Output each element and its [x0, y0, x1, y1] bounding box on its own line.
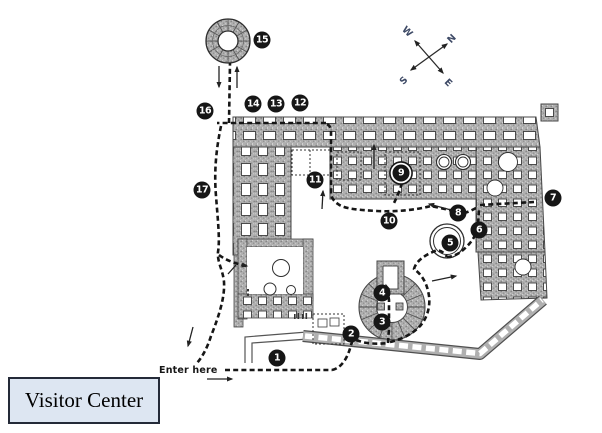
visitor-center-box: Visitor Center	[8, 377, 160, 424]
forum-complex	[237, 238, 314, 320]
map-marker-12: 12	[291, 94, 309, 112]
map-marker-16: 16	[196, 102, 214, 120]
map-marker-4: 4	[373, 284, 391, 302]
map-marker-11: 11	[306, 171, 324, 189]
visitor-center-label: Visitor Center	[24, 388, 144, 412]
ring-monument	[205, 18, 251, 64]
theater	[358, 260, 426, 341]
bath-circles	[435, 152, 532, 276]
map-marker-17: 17	[193, 181, 211, 199]
tour-route-path	[195, 62, 535, 372]
map-marker-2: 2	[342, 325, 360, 343]
compass-rose	[409, 40, 449, 74]
map-marker-10: 10	[380, 212, 398, 230]
roads	[244, 295, 547, 363]
map-marker-15: 15	[253, 31, 271, 49]
map-marker-14: 14	[244, 95, 262, 113]
small-marks	[247, 289, 308, 319]
dotted-rooms	[317, 317, 340, 328]
map-marker-1: 1	[268, 349, 286, 367]
map-marker-13: 13	[267, 95, 285, 113]
map-marker-9: 9	[392, 164, 410, 182]
map-marker-8: 8	[449, 204, 467, 222]
map-marker-6: 6	[470, 221, 488, 239]
direction-arrows	[186, 65, 458, 382]
map-marker-5: 5	[441, 234, 459, 252]
map-marker-7: 7	[544, 189, 562, 207]
enter-here-label: Enter here	[159, 365, 218, 376]
map-marker-3: 3	[373, 313, 391, 331]
